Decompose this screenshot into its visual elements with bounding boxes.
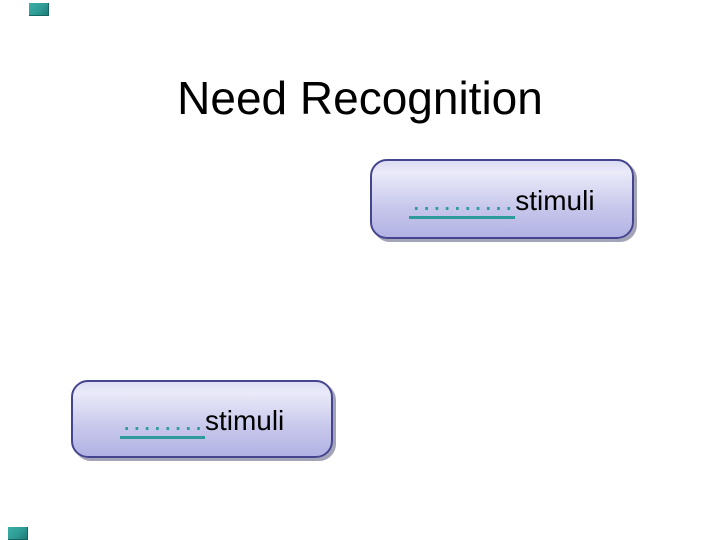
- stimuli-text-line: ..........stimuli: [409, 181, 595, 219]
- stimuli-text-line: ........stimuli: [119, 401, 285, 439]
- stimuli-label: stimuli: [515, 184, 595, 216]
- dotted-blank-underline: ........: [119, 404, 205, 439]
- internal-stimuli-box: ........stimuli: [71, 380, 333, 458]
- external-stimuli-box: ..........stimuli: [370, 159, 634, 239]
- corner-accent-icon: [8, 527, 28, 540]
- corner-accent-icon: [29, 3, 49, 16]
- stimuli-label: stimuli: [204, 404, 285, 436]
- dotted-blank-underline: ..........: [409, 184, 516, 219]
- slide-title: Need Recognition: [177, 71, 543, 124]
